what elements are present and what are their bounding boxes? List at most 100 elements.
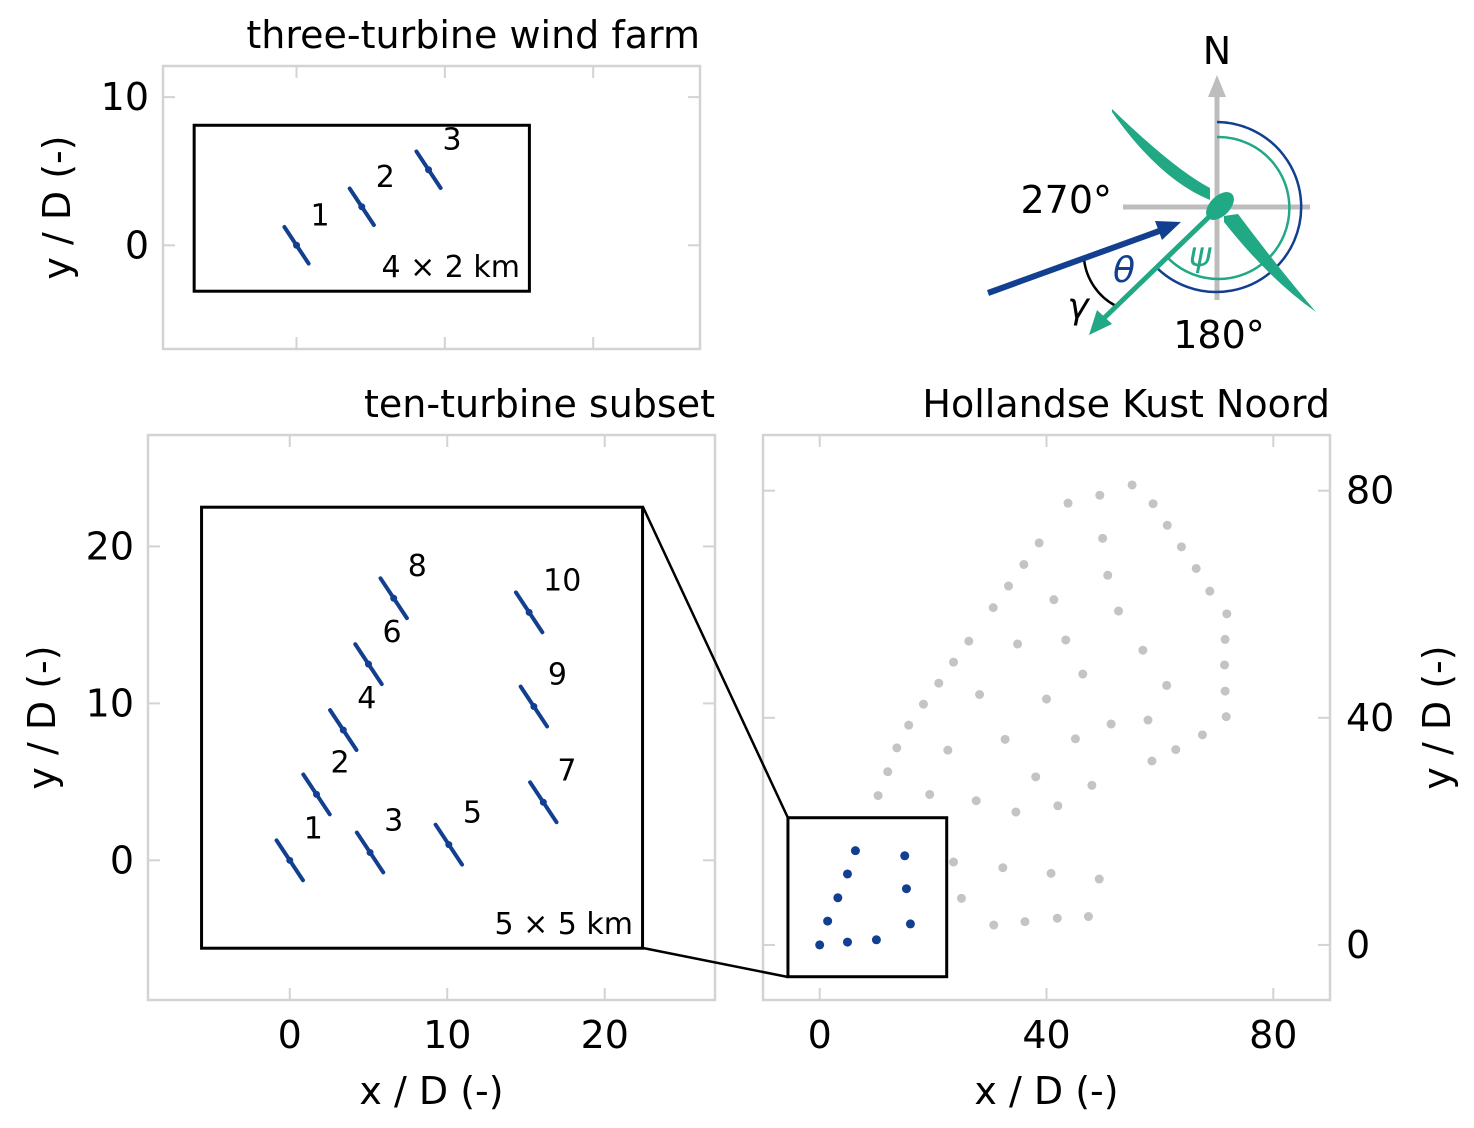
other-turbine-point xyxy=(1191,563,1201,573)
other-turbine-point xyxy=(964,636,974,646)
axes-frame xyxy=(161,64,702,351)
north-arrow-icon xyxy=(1208,75,1226,97)
turbine-2: 2 xyxy=(301,745,350,817)
y-tick-label: 40 xyxy=(1346,696,1394,740)
panel-title: ten-turbine subset xyxy=(364,382,715,426)
west-label: 270° xyxy=(1020,178,1112,222)
other-turbine-point xyxy=(1046,868,1056,878)
yaw-arrowhead-icon xyxy=(1089,310,1112,335)
turbine-2: 2 xyxy=(347,160,395,228)
other-turbine-point xyxy=(1031,772,1041,782)
turbine-hub xyxy=(286,856,294,864)
other-turbine-point xyxy=(1011,807,1021,817)
other-turbine-point xyxy=(883,767,893,777)
turbine-label: 3 xyxy=(384,803,403,838)
other-turbine-point xyxy=(1019,559,1029,569)
other-turbine-point xyxy=(925,789,935,799)
other-turbine-point xyxy=(1098,533,1108,543)
other-turbine-point xyxy=(998,863,1008,873)
y-axis-label: y / D (-) xyxy=(1415,645,1459,789)
other-turbine-point xyxy=(1103,570,1113,580)
turbine-hub xyxy=(339,726,347,734)
other-turbine-point xyxy=(918,699,928,709)
other-turbine-point xyxy=(1127,480,1137,490)
panel-title: three-turbine wind farm xyxy=(246,13,700,57)
yaw-direction-arrow xyxy=(1098,212,1214,324)
turbine-label: 9 xyxy=(548,658,567,693)
other-turbine-point xyxy=(1222,609,1232,619)
other-turbine-point xyxy=(873,791,883,801)
turbine-label: 7 xyxy=(557,753,576,788)
other-turbine-point xyxy=(971,796,981,806)
other-turbine-point xyxy=(956,893,966,903)
turbine-3: 3 xyxy=(414,123,462,190)
other-turbine-point xyxy=(1053,801,1063,811)
subset-turbine-point xyxy=(823,916,833,926)
other-turbine-point xyxy=(1004,581,1014,591)
turbine-hub xyxy=(425,166,433,174)
other-turbine-point xyxy=(934,678,944,688)
turbine-hub xyxy=(366,848,374,856)
subset-turbine-point xyxy=(871,935,881,945)
other-turbine-point xyxy=(1052,913,1062,923)
panel-title: Hollandse Kust Noord xyxy=(922,382,1330,426)
turbine-label: 2 xyxy=(376,160,395,195)
turbine-hub xyxy=(358,203,366,211)
x-tick-label: 20 xyxy=(581,1013,629,1057)
turbine-hub xyxy=(390,594,398,602)
subset-turbine-point xyxy=(905,919,915,929)
other-turbine-point xyxy=(1106,719,1116,729)
turbine-7: 7 xyxy=(528,753,576,825)
turbine-hub xyxy=(313,790,321,798)
other-turbine-point xyxy=(1013,639,1023,649)
compass-diagram: N 270° 180° θ ψ γ xyxy=(986,29,1316,357)
turbine-10: 10 xyxy=(513,563,581,635)
other-turbine-point xyxy=(1176,542,1186,552)
wind-direction-arrow xyxy=(986,227,1164,296)
other-turbine-point xyxy=(1220,660,1230,670)
other-turbine-point xyxy=(1162,520,1172,530)
other-turbine-point xyxy=(1070,734,1080,744)
other-turbine-point xyxy=(1020,917,1030,927)
other-turbine-point xyxy=(943,745,953,755)
other-turbine-point xyxy=(1114,606,1124,616)
turbine-label: 3 xyxy=(443,123,462,158)
turbine-hub xyxy=(525,608,533,616)
subset-turbine-point xyxy=(833,893,843,903)
site-boundary-box xyxy=(200,505,645,950)
turbine-8: 8 xyxy=(378,549,427,621)
other-turbine-point xyxy=(1094,874,1104,884)
other-turbine-point xyxy=(1205,586,1215,596)
turbine-hub xyxy=(539,798,547,806)
other-turbine-point xyxy=(949,857,959,867)
turbine-6: 6 xyxy=(353,615,402,687)
other-turbine-point xyxy=(1147,756,1157,766)
subset-turbine-point xyxy=(842,937,852,947)
subset-turbine-point xyxy=(900,851,910,861)
y-tick-label: 0 xyxy=(110,838,134,882)
turbine-label: 1 xyxy=(311,198,330,233)
other-turbine-point xyxy=(975,690,985,700)
other-turbine-point xyxy=(1061,635,1071,645)
other-turbine-point xyxy=(1171,745,1181,755)
x-tick-label: 0 xyxy=(808,1013,832,1057)
y-axis-label: y / D (-) xyxy=(20,645,64,789)
turbine-label: 2 xyxy=(331,745,350,780)
other-turbine-point xyxy=(1162,680,1172,690)
x-tick-label: 10 xyxy=(423,1013,471,1057)
turbine-rotor-icon xyxy=(1112,109,1316,312)
subset-turbine-point xyxy=(842,869,852,879)
other-turbine-point xyxy=(1049,595,1059,605)
other-turbine-point xyxy=(1095,490,1105,500)
other-turbine-point xyxy=(1083,912,1093,922)
other-turbine-point xyxy=(989,920,999,930)
turbine-3: 3 xyxy=(354,803,403,875)
south-label: 180° xyxy=(1173,313,1265,357)
zoom-connector-bottom xyxy=(642,946,789,979)
other-turbine-point xyxy=(904,720,914,730)
psi-label: ψ xyxy=(1189,235,1212,275)
